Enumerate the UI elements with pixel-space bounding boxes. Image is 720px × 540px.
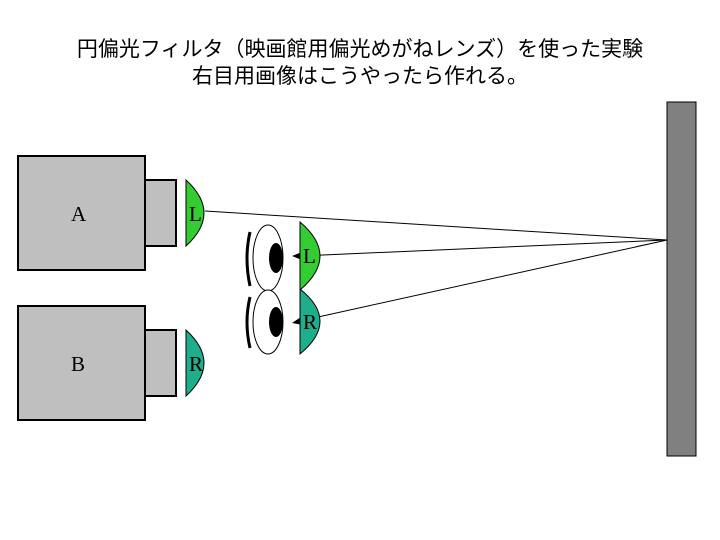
projector-a-filter-l	[185, 178, 205, 248]
title-line-1: 円偏光フィルタ（映画館用偏光めがねレンズ）を使った実験	[76, 37, 644, 61]
projector-b-label: B	[71, 352, 85, 376]
lower-eye-pupil	[269, 307, 283, 337]
glasses-filter-top-l	[299, 220, 321, 292]
projector-a-body	[17, 155, 146, 271]
projector-b-filter-label: R	[189, 352, 203, 376]
glasses-filter-bottom-label: R	[303, 310, 317, 334]
projection-screen	[666, 101, 697, 457]
upper-eye-lid	[245, 231, 252, 287]
lower-eye	[245, 289, 284, 355]
upper-eye-pupil	[269, 243, 283, 273]
projector-b-lens	[144, 329, 177, 397]
glasses-filter-bottom-r	[299, 287, 321, 356]
reflected-ray-left-eye	[299, 239, 668, 257]
title-line-2: 右目用画像はこうやったら作れる。	[192, 64, 528, 88]
lower-eye-lid	[245, 296, 252, 349]
projector-b: B	[17, 305, 177, 421]
projector-a-label: A	[71, 202, 87, 226]
glasses-filter-top-label: L	[303, 244, 316, 268]
projection-ray	[204, 210, 668, 241]
projector-b-filter-r	[185, 328, 205, 398]
projector-a: A	[17, 155, 177, 271]
projector-a-lens	[144, 179, 177, 247]
upper-eye	[245, 224, 284, 292]
reflected-ray-right-eye	[299, 239, 668, 322]
projector-a-filter-label: L	[189, 202, 202, 226]
